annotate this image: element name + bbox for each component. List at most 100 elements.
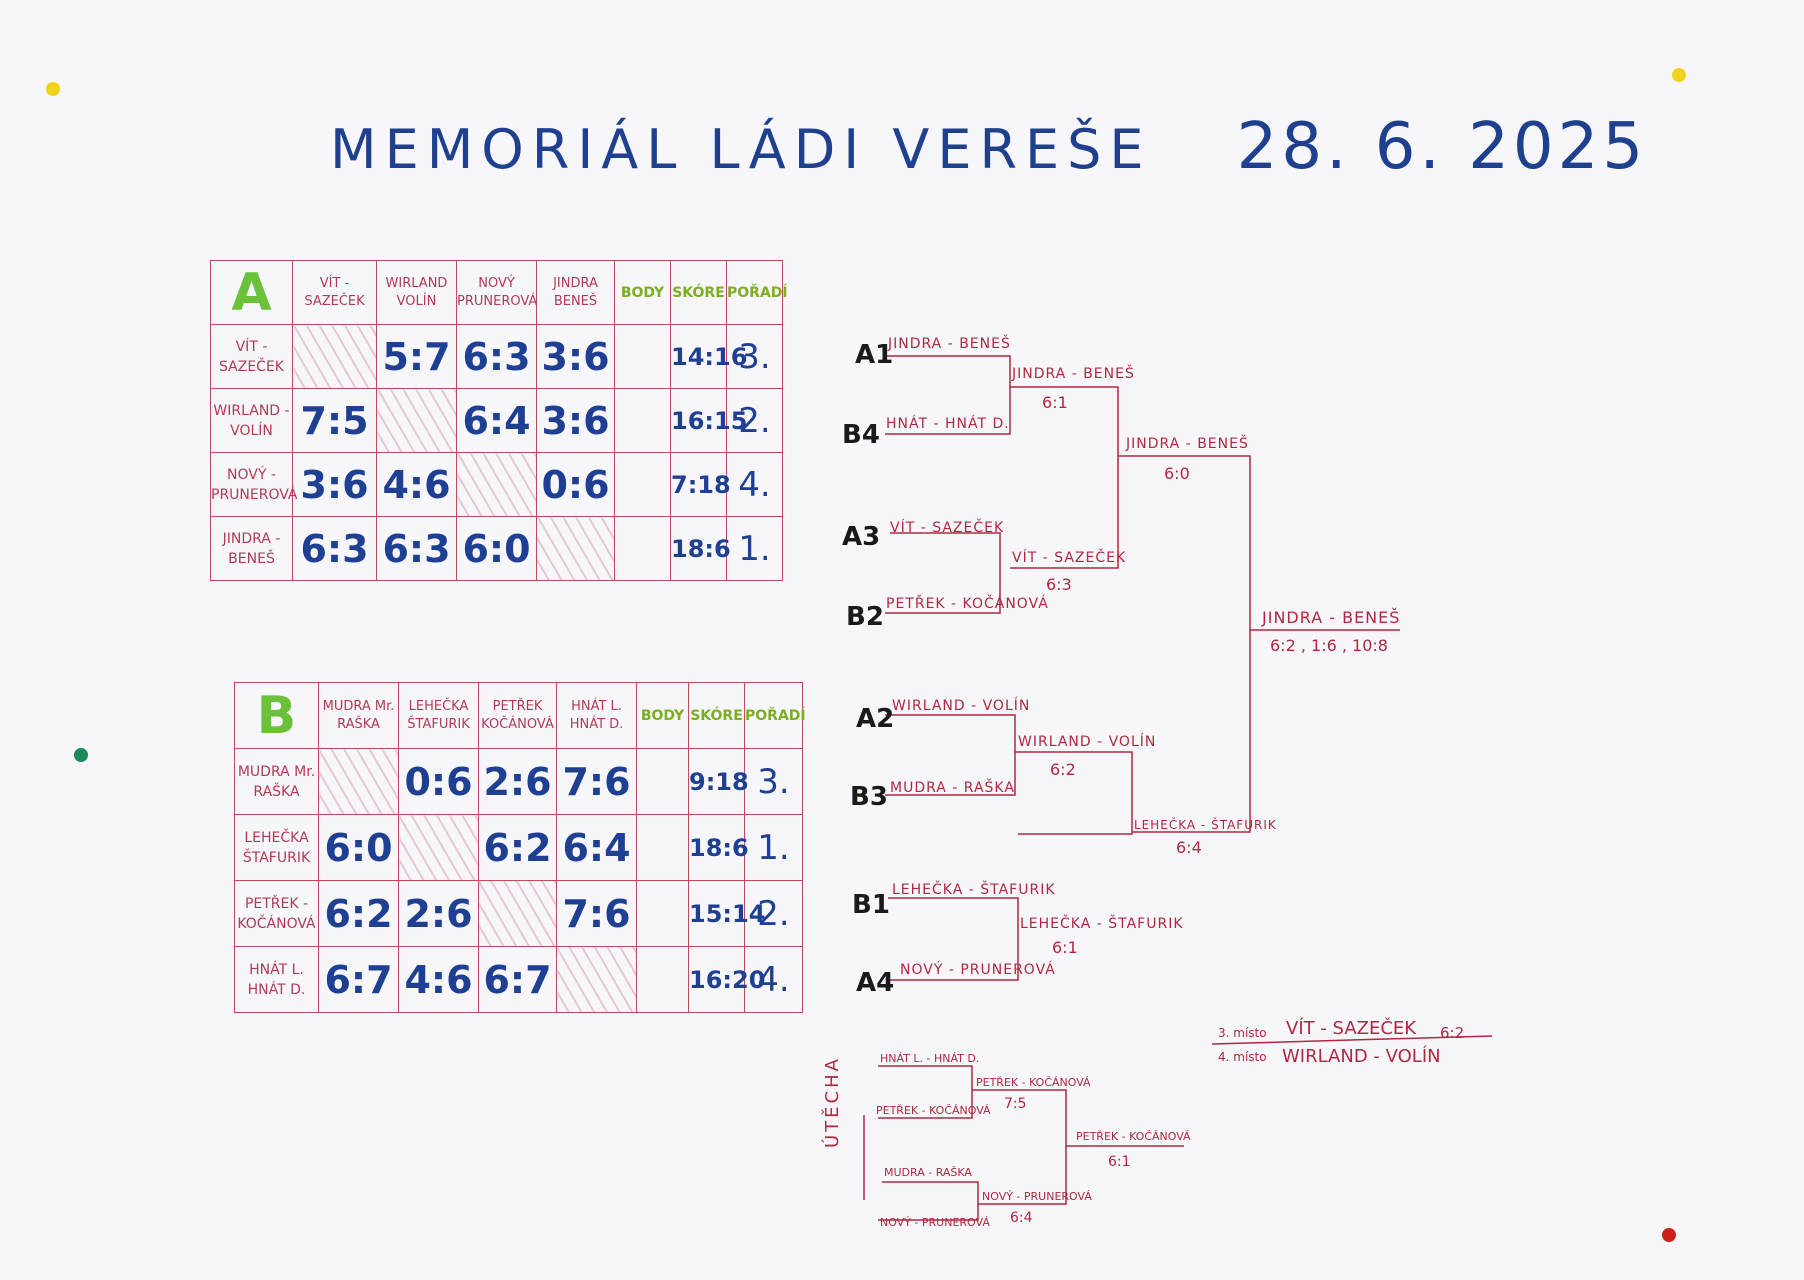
bracket-line bbox=[878, 1181, 979, 1221]
col-header: PETŘEK KOČÁNOVÁ bbox=[478, 682, 557, 749]
consolation-semi-score: 6:4 bbox=[1010, 1210, 1033, 1226]
skore-header: SKÓRE bbox=[688, 682, 745, 749]
consolation-final-team: PETŘEK - KOČÁNOVÁ bbox=[1076, 1130, 1191, 1143]
crossed-cell bbox=[318, 748, 399, 815]
total-score: 18:6 bbox=[670, 516, 731, 581]
row-team: WIRLAND - VOLÍN bbox=[210, 388, 293, 453]
bracket-line bbox=[1010, 386, 1119, 569]
points-cell bbox=[636, 946, 689, 1013]
skore-header: SKÓRE bbox=[670, 260, 727, 325]
match-score: 7:6 bbox=[556, 748, 637, 815]
match-score: 6:7 bbox=[478, 946, 557, 1013]
points-cell bbox=[614, 516, 671, 581]
table-row: JINDRA - BENEŠ 6:3 6:3 6:0 18:6 1. bbox=[210, 516, 783, 581]
total-score: 7:18 bbox=[670, 452, 731, 517]
consolation-semi-team: NOVÝ - PRUNEROVÁ bbox=[982, 1190, 1092, 1203]
consolation-team: NOVÝ - PRUNEROVÁ bbox=[880, 1216, 990, 1229]
third-place-score: 6:2 bbox=[1440, 1024, 1465, 1042]
seed-label: A1 bbox=[855, 340, 894, 370]
match-score: 4:6 bbox=[376, 452, 457, 517]
seed-label: A3 bbox=[842, 522, 881, 552]
third-place-team: VÍT - SAZEČEK bbox=[1286, 1018, 1417, 1039]
final-score: 6:2 , 1:6 , 10:8 bbox=[1270, 636, 1388, 655]
match-score: 6:0 bbox=[318, 814, 399, 881]
table-row: LEHEČKA ŠTAFURIK 6:0 6:2 6:4 18:6 1. bbox=[234, 814, 803, 881]
yellow-pin-icon bbox=[46, 82, 60, 96]
row-team: MUDRA Mr. RAŠKA bbox=[234, 748, 319, 815]
col-header: MUDRA Mr. RAŠKA bbox=[318, 682, 399, 749]
match-score: 6:4 bbox=[556, 814, 637, 881]
col-header: NOVÝ PRUNEROVÁ bbox=[456, 260, 537, 325]
fourth-place-team: WIRLAND - VOLÍN bbox=[1282, 1046, 1441, 1067]
bracket-line bbox=[1118, 455, 1251, 833]
match-score: 6:0 bbox=[456, 516, 537, 581]
bracket-team: WIRLAND - VOLÍN bbox=[892, 698, 1031, 714]
group-b-letter: B bbox=[234, 682, 319, 749]
rank: 4. bbox=[744, 946, 803, 1013]
points-cell bbox=[614, 388, 671, 453]
crossed-cell bbox=[536, 516, 615, 581]
qf-score: 6:1 bbox=[1042, 393, 1068, 412]
col-header: HNÁT L. HNÁT D. bbox=[556, 682, 637, 749]
rank: 3. bbox=[726, 324, 783, 389]
sf-score: 6:4 bbox=[1176, 838, 1202, 857]
match-score: 6:7 bbox=[318, 946, 399, 1013]
rank: 3. bbox=[744, 748, 803, 815]
rank: 4. bbox=[726, 452, 783, 517]
green-pin-icon bbox=[74, 748, 88, 762]
final-team: JINDRA - BENEŠ bbox=[1262, 608, 1401, 627]
table-row: MUDRA Mr. RAŠKA 0:6 2:6 7:6 9:18 3. bbox=[234, 748, 803, 815]
match-score: 6:2 bbox=[478, 814, 557, 881]
bracket-team: HNÁT - HNÁT D. bbox=[886, 416, 1010, 432]
group-a-table: A VÍT - SAZEČEK WIRLAND VOLÍN NOVÝ PRUNE… bbox=[210, 260, 788, 581]
qf-score: 6:3 bbox=[1046, 575, 1072, 594]
crossed-cell bbox=[478, 880, 557, 947]
bracket-team: JINDRA - BENEŠ bbox=[888, 336, 1011, 352]
total-score: 9:18 bbox=[688, 748, 749, 815]
sf-team: JINDRA - BENEŠ bbox=[1126, 436, 1249, 452]
yellow-pin-icon bbox=[1672, 68, 1686, 82]
bracket-team: LEHEČKA - ŠTAFURIK bbox=[892, 882, 1056, 898]
body-header: BODY bbox=[636, 682, 689, 749]
qf-team: VÍT - SAZEČEK bbox=[1012, 550, 1127, 566]
total-score: 14:16 bbox=[670, 324, 747, 389]
row-team: HNÁT L. HNÁT D. bbox=[234, 946, 319, 1013]
qf-team: JINDRA - BENEŠ bbox=[1012, 366, 1135, 382]
consolation-label: ÚTĚCHA bbox=[822, 1056, 843, 1148]
bracket-team: MUDRA - RAŠKA bbox=[890, 780, 1015, 796]
match-score: 7:5 bbox=[292, 388, 377, 453]
table-row: VÍT - SAZEČEK 5:7 6:3 3:6 14:16 3. bbox=[210, 324, 783, 389]
group-b-table: B MUDRA Mr. RAŠKA LEHEČKA ŠTAFURIK PETŘE… bbox=[234, 682, 806, 1013]
rank: 1. bbox=[744, 814, 803, 881]
total-score: 18:6 bbox=[688, 814, 749, 881]
match-score: 6:3 bbox=[292, 516, 377, 581]
match-score: 6:2 bbox=[318, 880, 399, 947]
third-place-label: 3. místo bbox=[1218, 1026, 1267, 1040]
bracket-team: NOVÝ - PRUNEROVÁ bbox=[900, 962, 1056, 978]
match-score: 0:6 bbox=[536, 452, 615, 517]
seed-label: A4 bbox=[856, 968, 895, 998]
row-team: LEHEČKA ŠTAFURIK bbox=[234, 814, 319, 881]
match-score: 2:6 bbox=[478, 748, 557, 815]
seed-label: B1 bbox=[852, 890, 890, 920]
match-score: 7:6 bbox=[556, 880, 637, 947]
match-score: 6:3 bbox=[376, 516, 457, 581]
table-row: WIRLAND - VOLÍN 7:5 6:4 3:6 16:15 2. bbox=[210, 388, 783, 453]
event-date: 28. 6. 2025 bbox=[1236, 110, 1648, 184]
row-team: PETŘEK - KOČÁNOVÁ bbox=[234, 880, 319, 947]
match-score: 2:6 bbox=[398, 880, 479, 947]
match-score: 6:3 bbox=[456, 324, 537, 389]
row-team: JINDRA - BENEŠ bbox=[210, 516, 293, 581]
match-score: 3:6 bbox=[536, 324, 615, 389]
points-cell bbox=[614, 324, 671, 389]
crossed-cell bbox=[456, 452, 537, 517]
qf-team: WIRLAND - VOLÍN bbox=[1018, 734, 1157, 750]
total-score: 16:20 bbox=[688, 946, 765, 1013]
crossed-cell bbox=[292, 324, 377, 389]
seed-label: B3 bbox=[850, 782, 888, 812]
poradi-header: POŘADÍ bbox=[744, 682, 806, 749]
points-cell bbox=[636, 748, 689, 815]
table-row: NOVÝ - PRUNEROVÁ 3:6 4:6 0:6 7:18 4. bbox=[210, 452, 783, 517]
